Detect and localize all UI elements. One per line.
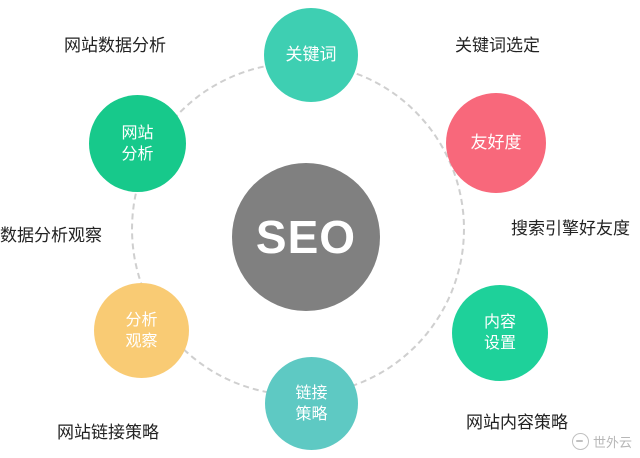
node-content-setting-label: 内容 设置 [483,314,516,352]
watermark-text: 世外云 [592,435,632,450]
node-site-analysis-label: 网站 分析 [121,124,154,163]
center-node-seo[interactable]: SEO [232,163,380,311]
label-site-content-strategy: 网站内容策略 [466,413,568,432]
node-keyword[interactable]: 关键词 [264,8,358,102]
label-keyword-selection: 关键词选定 [455,36,540,55]
node-analysis-observe-label: 分析 观察 [125,311,158,350]
node-link-strategy[interactable]: 链接 策略 [265,357,358,450]
node-site-analysis[interactable]: 网站 分析 [89,95,186,192]
node-keyword-label: 关键词 [285,45,337,64]
center-node-label: SEO [255,211,357,263]
watermark: 世外云 [571,432,632,451]
label-search-engine-friendly: 搜索引擎好友度 [511,219,630,238]
node-content-setting[interactable]: 内容 设置 [452,285,548,381]
label-data-analysis-observation: 数据分析观察 [0,226,102,245]
label-site-data-analysis: 网站数据分析 [64,36,166,55]
node-friendliness[interactable]: 友好度 [446,93,546,193]
node-analysis-observe[interactable]: 分析 观察 [94,283,189,378]
node-link-strategy-label: 链接 策略 [295,384,328,423]
node-friendliness-label: 友好度 [470,133,522,152]
globe-icon [571,433,589,450]
label-site-link-strategy: 网站链接策略 [57,423,159,442]
